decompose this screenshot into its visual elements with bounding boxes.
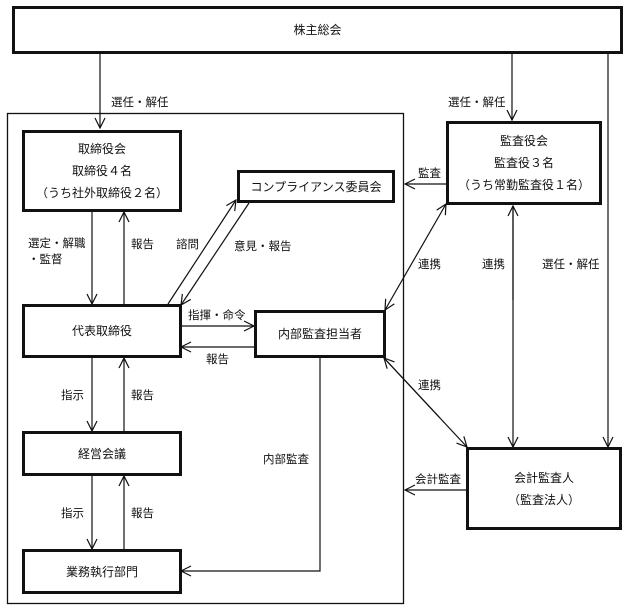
edge-label-command: 指揮・命令 [188, 308, 246, 322]
arrow-consult [167, 200, 236, 305]
node-sublabel: 取締役４名 [71, 164, 132, 178]
edge-label-instruct-1: 指示 [61, 388, 84, 402]
node-label: 監査役会 [499, 134, 548, 148]
edge-label-accounting-audit: 会計監査 [415, 472, 461, 486]
node-label: 会計監査人 [513, 470, 574, 485]
node-management-meeting: 経営会議 [22, 431, 182, 476]
edge-label-report-mgmt: 報告 [131, 506, 154, 520]
node-sublabel: （うち常勤監査役１名） [457, 178, 590, 192]
edge-label-instruct-2: 指示 [61, 506, 84, 520]
edge-label-cooperation-3: 連携 [418, 378, 441, 392]
node-board-of-auditors: 監査役会 監査役３名 （うち常勤監査役１名） [446, 121, 602, 205]
node-operations-dept: 業務執行部門 [22, 549, 182, 594]
node-sublabel: （監査法人） [507, 492, 580, 507]
edge-label-select-dismiss-2: ・監督 [28, 252, 63, 266]
edge-label-report-internal: 報告 [206, 352, 229, 366]
node-sublabel: 監査役３名 [493, 156, 554, 170]
arrow-internal-audit [181, 357, 321, 571]
edge-label-internal-audit: 内部監査 [263, 452, 309, 466]
node-sublabel: （うち社外取締役２名） [35, 186, 168, 200]
node-label: 経営会議 [77, 446, 126, 461]
company-boundary [6, 112, 405, 605]
edge-label-elect-dismiss-auditors: 選任・解任 [448, 95, 506, 109]
edge-label-cooperation-2: 連携 [482, 257, 505, 271]
node-label: コンプライアンス委員会 [250, 179, 382, 194]
node-label: 取締役会 [77, 142, 126, 156]
edge-label-report-board: 報告 [131, 237, 154, 251]
edge-label-audit: 監査 [418, 166, 441, 180]
node-internal-auditor: 内部監査担当者 [254, 310, 386, 358]
node-label: 内部監査担当者 [277, 327, 362, 341]
node-board-of-directors: 取締役会 取締役４名 （うち社外取締役２名） [22, 130, 182, 212]
node-label: 株主総会 [293, 23, 342, 37]
node-label: 業務執行部門 [65, 564, 138, 579]
arrow-opinion-report [181, 202, 250, 305]
edge-label-cooperation-1: 連携 [418, 257, 441, 271]
edge-label-report-ceo: 報告 [131, 388, 154, 402]
node-accounting-auditor: 会計監査人 （監査法人） [466, 447, 622, 530]
edge-label-select-dismiss-1: 選定・解職 [28, 236, 86, 250]
edge-label-elect-dismiss-board: 選任・解任 [111, 95, 169, 109]
node-compliance-committee: コンプライアンス委員会 [237, 170, 395, 203]
node-label: 代表取締役 [71, 324, 132, 338]
edge-label-opinion-report: 意見・報告 [234, 239, 292, 253]
node-ceo: 代表取締役 [22, 304, 182, 358]
edge-label-elect-dismiss-accounting: 選任・解任 [542, 257, 600, 271]
arrow-cooperation-internal-auditors [385, 204, 446, 310]
node-shareholders-meeting: 株主総会 [12, 6, 623, 54]
edge-label-consult: 諮問 [176, 237, 199, 251]
